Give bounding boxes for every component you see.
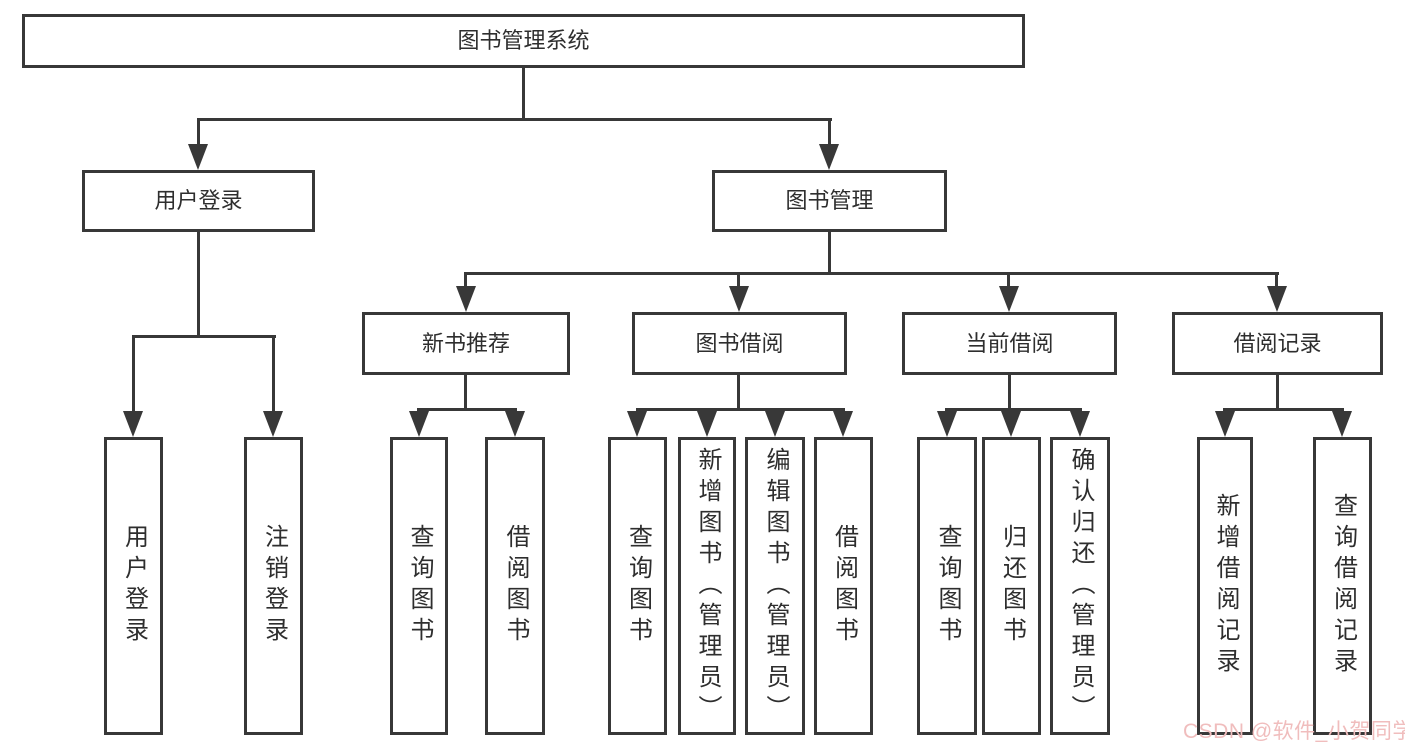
- arrowhead-down-icon: [505, 411, 525, 437]
- connector: [464, 375, 467, 411]
- connector: [464, 272, 467, 290]
- node-leaf-user-login: 用户登录: [104, 437, 163, 735]
- connector: [464, 272, 1279, 275]
- connector: [417, 408, 517, 411]
- connector: [828, 118, 831, 148]
- node-book-management: 图书管理: [712, 170, 947, 232]
- node-leaf-borrow-books: 借阅图书: [814, 437, 873, 735]
- arrowhead-down-icon: [697, 411, 717, 437]
- node-leaf-return-books: 归还图书: [982, 437, 1041, 735]
- connector: [197, 232, 200, 338]
- connector: [737, 375, 740, 411]
- arrowhead-down-icon: [1267, 286, 1287, 312]
- arrowhead-down-icon: [188, 144, 208, 170]
- node-leaf-add-book-admin: 新增图书（管理员）: [678, 437, 736, 735]
- node-leaf-logout: 注销登录: [244, 437, 303, 735]
- node-root-system: 图书管理系统: [22, 14, 1025, 68]
- arrowhead-down-icon: [627, 411, 647, 437]
- connector: [522, 68, 525, 120]
- arrowhead-down-icon: [409, 411, 429, 437]
- node-leaf-add-borrow-record: 新增借阅记录: [1197, 437, 1253, 735]
- node-leaf-query-books-current: 查询图书: [917, 437, 977, 735]
- connector: [197, 118, 200, 148]
- node-book-borrow: 图书借阅: [632, 312, 847, 375]
- connector: [1007, 272, 1010, 290]
- arrowhead-down-icon: [937, 411, 957, 437]
- connector: [737, 272, 740, 290]
- connector: [828, 232, 831, 275]
- arrowhead-down-icon: [263, 411, 283, 437]
- connector: [1223, 408, 1344, 411]
- arrowhead-down-icon: [999, 286, 1019, 312]
- connector: [132, 335, 276, 338]
- node-user-login: 用户登录: [82, 170, 315, 232]
- node-leaf-query-borrow-record: 查询借阅记录: [1313, 437, 1372, 735]
- arrowhead-down-icon: [833, 411, 853, 437]
- arrowhead-down-icon: [1070, 411, 1090, 437]
- node-new-book-recommend: 新书推荐: [362, 312, 570, 375]
- arrowhead-down-icon: [456, 286, 476, 312]
- connector: [272, 335, 275, 413]
- arrowhead-down-icon: [819, 144, 839, 170]
- node-borrow-records: 借阅记录: [1172, 312, 1383, 375]
- node-leaf-query-books-borrow: 查询图书: [608, 437, 667, 735]
- connector: [945, 408, 1082, 411]
- arrowhead-down-icon: [729, 286, 749, 312]
- connector: [636, 408, 845, 411]
- arrowhead-down-icon: [123, 411, 143, 437]
- arrowhead-down-icon: [765, 411, 785, 437]
- connector: [132, 335, 135, 413]
- watermark: CSDN @软件_小贺同学: [1183, 720, 1405, 743]
- connector: [1275, 272, 1278, 290]
- connector: [197, 118, 832, 121]
- connector: [1276, 375, 1279, 411]
- node-leaf-confirm-return-admin: 确认归还（管理员）: [1050, 437, 1110, 735]
- arrowhead-down-icon: [1215, 411, 1235, 437]
- arrowhead-down-icon: [1332, 411, 1352, 437]
- connector: [1008, 375, 1011, 411]
- node-leaf-query-books-recommend: 查询图书: [390, 437, 448, 735]
- arrowhead-down-icon: [1001, 411, 1021, 437]
- node-leaf-borrow-books-recommend: 借阅图书: [485, 437, 545, 735]
- node-leaf-edit-book-admin: 编辑图书（管理员）: [745, 437, 805, 735]
- node-current-borrow: 当前借阅: [902, 312, 1117, 375]
